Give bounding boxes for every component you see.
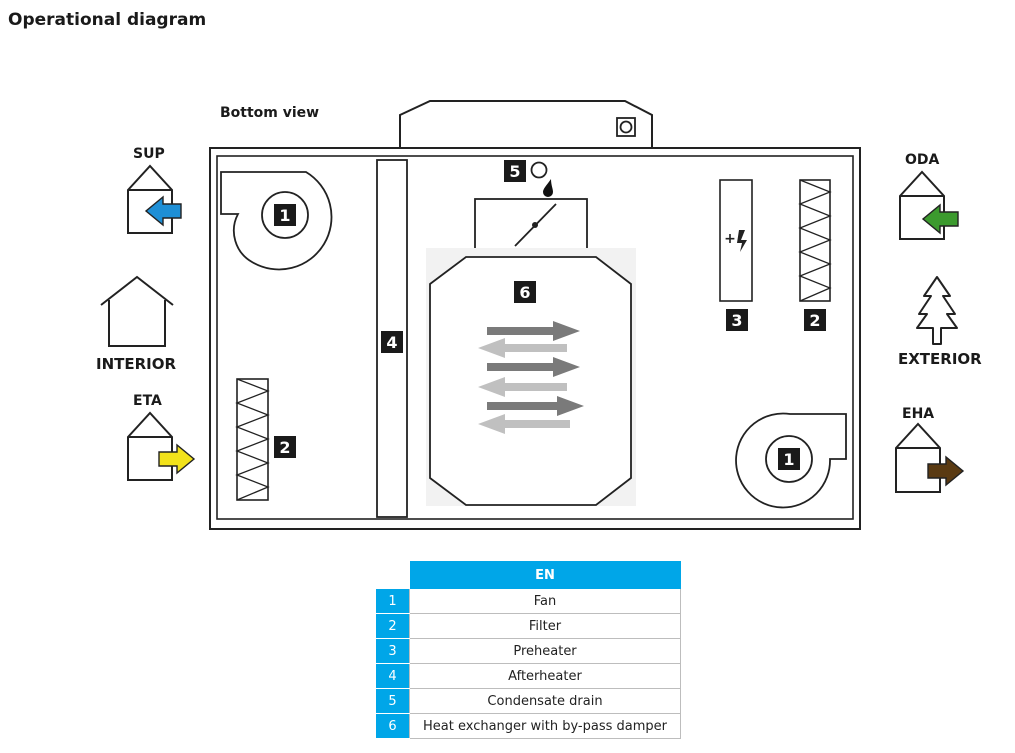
sup-label: SUP: [133, 146, 165, 162]
legend-row-label: Afterheater: [409, 663, 681, 689]
legend-row-number: 2: [376, 613, 410, 639]
interior-label: INTERIOR: [96, 355, 177, 373]
legend-row: 2 Filter: [376, 613, 681, 639]
oda-house-icon: [899, 170, 959, 240]
svg-text:+: +: [724, 231, 736, 247]
svg-text:5: 5: [509, 162, 520, 181]
exterior-tree-icon: [916, 276, 958, 345]
exchanger-arrow-right-2: [487, 357, 580, 377]
exchanger-arrow-right-1: [487, 321, 580, 341]
fan-top: 1: [220, 171, 333, 271]
exchanger-arrow-right-3: [487, 396, 584, 416]
operational-diagram: 4 1 1 2 2 + 3 5: [100, 100, 965, 530]
exchanger-arrow-left-1: [478, 338, 567, 358]
svg-text:1: 1: [279, 206, 290, 225]
legend-row-label: Condensate drain: [409, 688, 681, 714]
eha-house-icon: [895, 422, 965, 493]
svg-text:4: 4: [386, 333, 397, 352]
legend-row-number: 1: [376, 589, 410, 614]
legend-header: EN: [409, 561, 681, 589]
svg-text:6: 6: [519, 283, 530, 302]
eta-house-icon: [127, 411, 196, 481]
filter-left: 2: [235, 378, 296, 501]
legend-row-number: 5: [376, 688, 410, 714]
heat-exchanger: 6: [426, 248, 636, 506]
svg-text:1: 1: [783, 450, 794, 469]
legend-row: 1 Fan: [376, 589, 681, 614]
legend-row-label: Fan: [409, 589, 681, 614]
fan-bottom: 1: [735, 412, 847, 509]
condensate-drain: 5: [504, 160, 553, 197]
eha-label: EHA: [902, 406, 935, 422]
legend-row-label: Filter: [409, 613, 681, 639]
filter-right: 2: [798, 179, 832, 331]
bottom-view-label: Bottom view: [220, 105, 320, 121]
legend-row: 5 Condensate drain: [376, 688, 681, 714]
bypass-damper: [474, 198, 588, 253]
page-title: Operational diagram: [8, 10, 207, 30]
svg-text:2: 2: [809, 311, 820, 330]
eta-label: ETA: [133, 393, 162, 409]
legend-row: 6 Heat exchanger with by-pass damper: [376, 713, 681, 739]
svg-text:2: 2: [279, 438, 290, 457]
preheater: + 3: [719, 179, 753, 331]
legend-row-number: 4: [376, 663, 410, 689]
legend-row: 4 Afterheater: [376, 663, 681, 689]
legend-row-number: 3: [376, 638, 410, 664]
component-4-badge: 4: [381, 331, 403, 353]
legend-table: EN 1 Fan 2 Filter 3 Preheater 4 Afterhea…: [376, 561, 681, 739]
svg-text:3: 3: [731, 311, 742, 330]
legend-row-label: Preheater: [409, 638, 681, 664]
legend-row: 3 Preheater: [376, 638, 681, 664]
legend-row-label: Heat exchanger with by-pass damper: [409, 713, 681, 739]
sup-house-icon: [127, 164, 182, 234]
interior-house-icon: [100, 275, 174, 347]
oda-label: ODA: [905, 152, 940, 168]
top-connection-box: [399, 100, 653, 148]
exchanger-arrow-left-3: [478, 414, 570, 434]
legend-row-number: 6: [376, 713, 410, 739]
exterior-label: EXTERIOR: [898, 350, 982, 368]
exchanger-arrow-left-2: [478, 377, 567, 397]
